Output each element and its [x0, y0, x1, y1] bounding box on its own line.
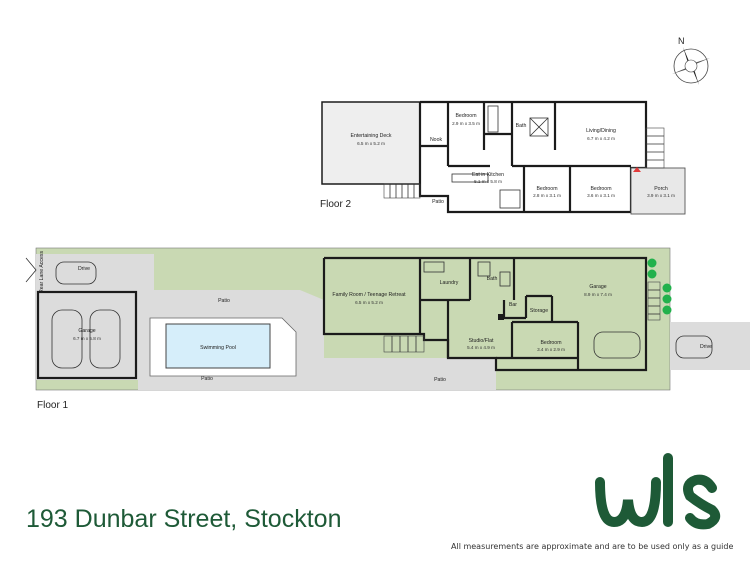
- room-dims: 6.5 m x 5.2 m: [357, 141, 385, 146]
- room-name: Patio: [218, 298, 230, 304]
- room-dims: 6.7 m x 4.2 m: [587, 136, 615, 141]
- floor1-plan: Drive Rear Lane Access Garage 6.7 m x 5.…: [25, 247, 750, 411]
- room-name: Entertaining Deck: [351, 133, 392, 139]
- room-name: Laundry: [440, 280, 459, 286]
- floor1-stairs: [383, 281, 661, 353]
- location-marker-icon: [633, 167, 641, 172]
- wls-logo: [595, 453, 721, 530]
- room-name: Living/Dining: [586, 128, 616, 134]
- room-name: Bedroom: [540, 340, 561, 346]
- room-name: Patio: [201, 376, 213, 382]
- room-name: Drive: [78, 266, 90, 272]
- room-name: Bedroom: [455, 113, 476, 119]
- room-name: Patio: [432, 199, 444, 205]
- room-name: Bedroom: [590, 186, 611, 192]
- room-dims: 5.4 m x 4.9 m: [467, 345, 495, 350]
- room-dims: 3.4 m x 2.9 m: [537, 347, 565, 352]
- room-dims: 5.1 m x 5.8 m: [474, 179, 502, 184]
- room-name: Garage: [78, 328, 95, 334]
- room-name: Porch: [654, 186, 668, 192]
- room-name: Bar: [509, 302, 517, 308]
- compass-center: [684, 59, 698, 73]
- garage-left: [36, 290, 138, 380]
- room-dims: 6.7 m x 5.8 m: [73, 336, 101, 341]
- room-name: Bedroom: [536, 186, 557, 192]
- floor2-plan: Entertaining Deck 6.5 m x 5.2 m Nook Bed…: [320, 100, 686, 215]
- room-name: Bath: [487, 276, 498, 282]
- room-name: Drive: [700, 344, 712, 350]
- room-name: Nook: [430, 137, 443, 143]
- room-name: Patio: [434, 377, 446, 383]
- porch-area: [630, 167, 686, 215]
- room-name: Studio/Flat: [469, 338, 494, 344]
- room-name: Eat in Kitchen: [472, 172, 504, 178]
- floor2-label: Floor 2: [320, 199, 352, 210]
- room-dims: 3.9 m x 3.1 m: [647, 193, 675, 198]
- garden-shrubs: [647, 258, 672, 315]
- swimming-pool: [165, 323, 271, 369]
- property-address: 193 Dunbar Street, Stockton: [26, 505, 342, 533]
- room-dims: 8.9 m x 7.4 m: [584, 292, 612, 297]
- room-name: Bath: [516, 123, 527, 129]
- room-dims: 2.8 m x 3.1 m: [533, 193, 561, 198]
- room-name: Garage: [589, 284, 606, 290]
- room-name: Storage: [530, 308, 548, 314]
- room-dims: 6.5 m x 5.2 m: [355, 300, 383, 305]
- room-dims: 3.6 m x 3.1 m: [587, 193, 615, 198]
- compass-ring: [673, 48, 709, 84]
- deck-area: [321, 101, 421, 185]
- room-name: Rear Lane Access: [39, 251, 45, 294]
- bar-counter: [498, 314, 504, 320]
- room-name: Swimming Pool: [200, 345, 236, 351]
- floor2-stairs: [383, 127, 665, 199]
- floor1-label: Floor 1: [37, 400, 69, 411]
- compass-north-label: N: [678, 36, 685, 46]
- room-name: Family Room / Teenage Retreat: [332, 292, 406, 298]
- compass: N: [672, 36, 710, 85]
- disclaimer-text: All measurements are approximate and are…: [451, 542, 734, 551]
- room-dims: 2.9 m x 3.5 m: [452, 121, 480, 126]
